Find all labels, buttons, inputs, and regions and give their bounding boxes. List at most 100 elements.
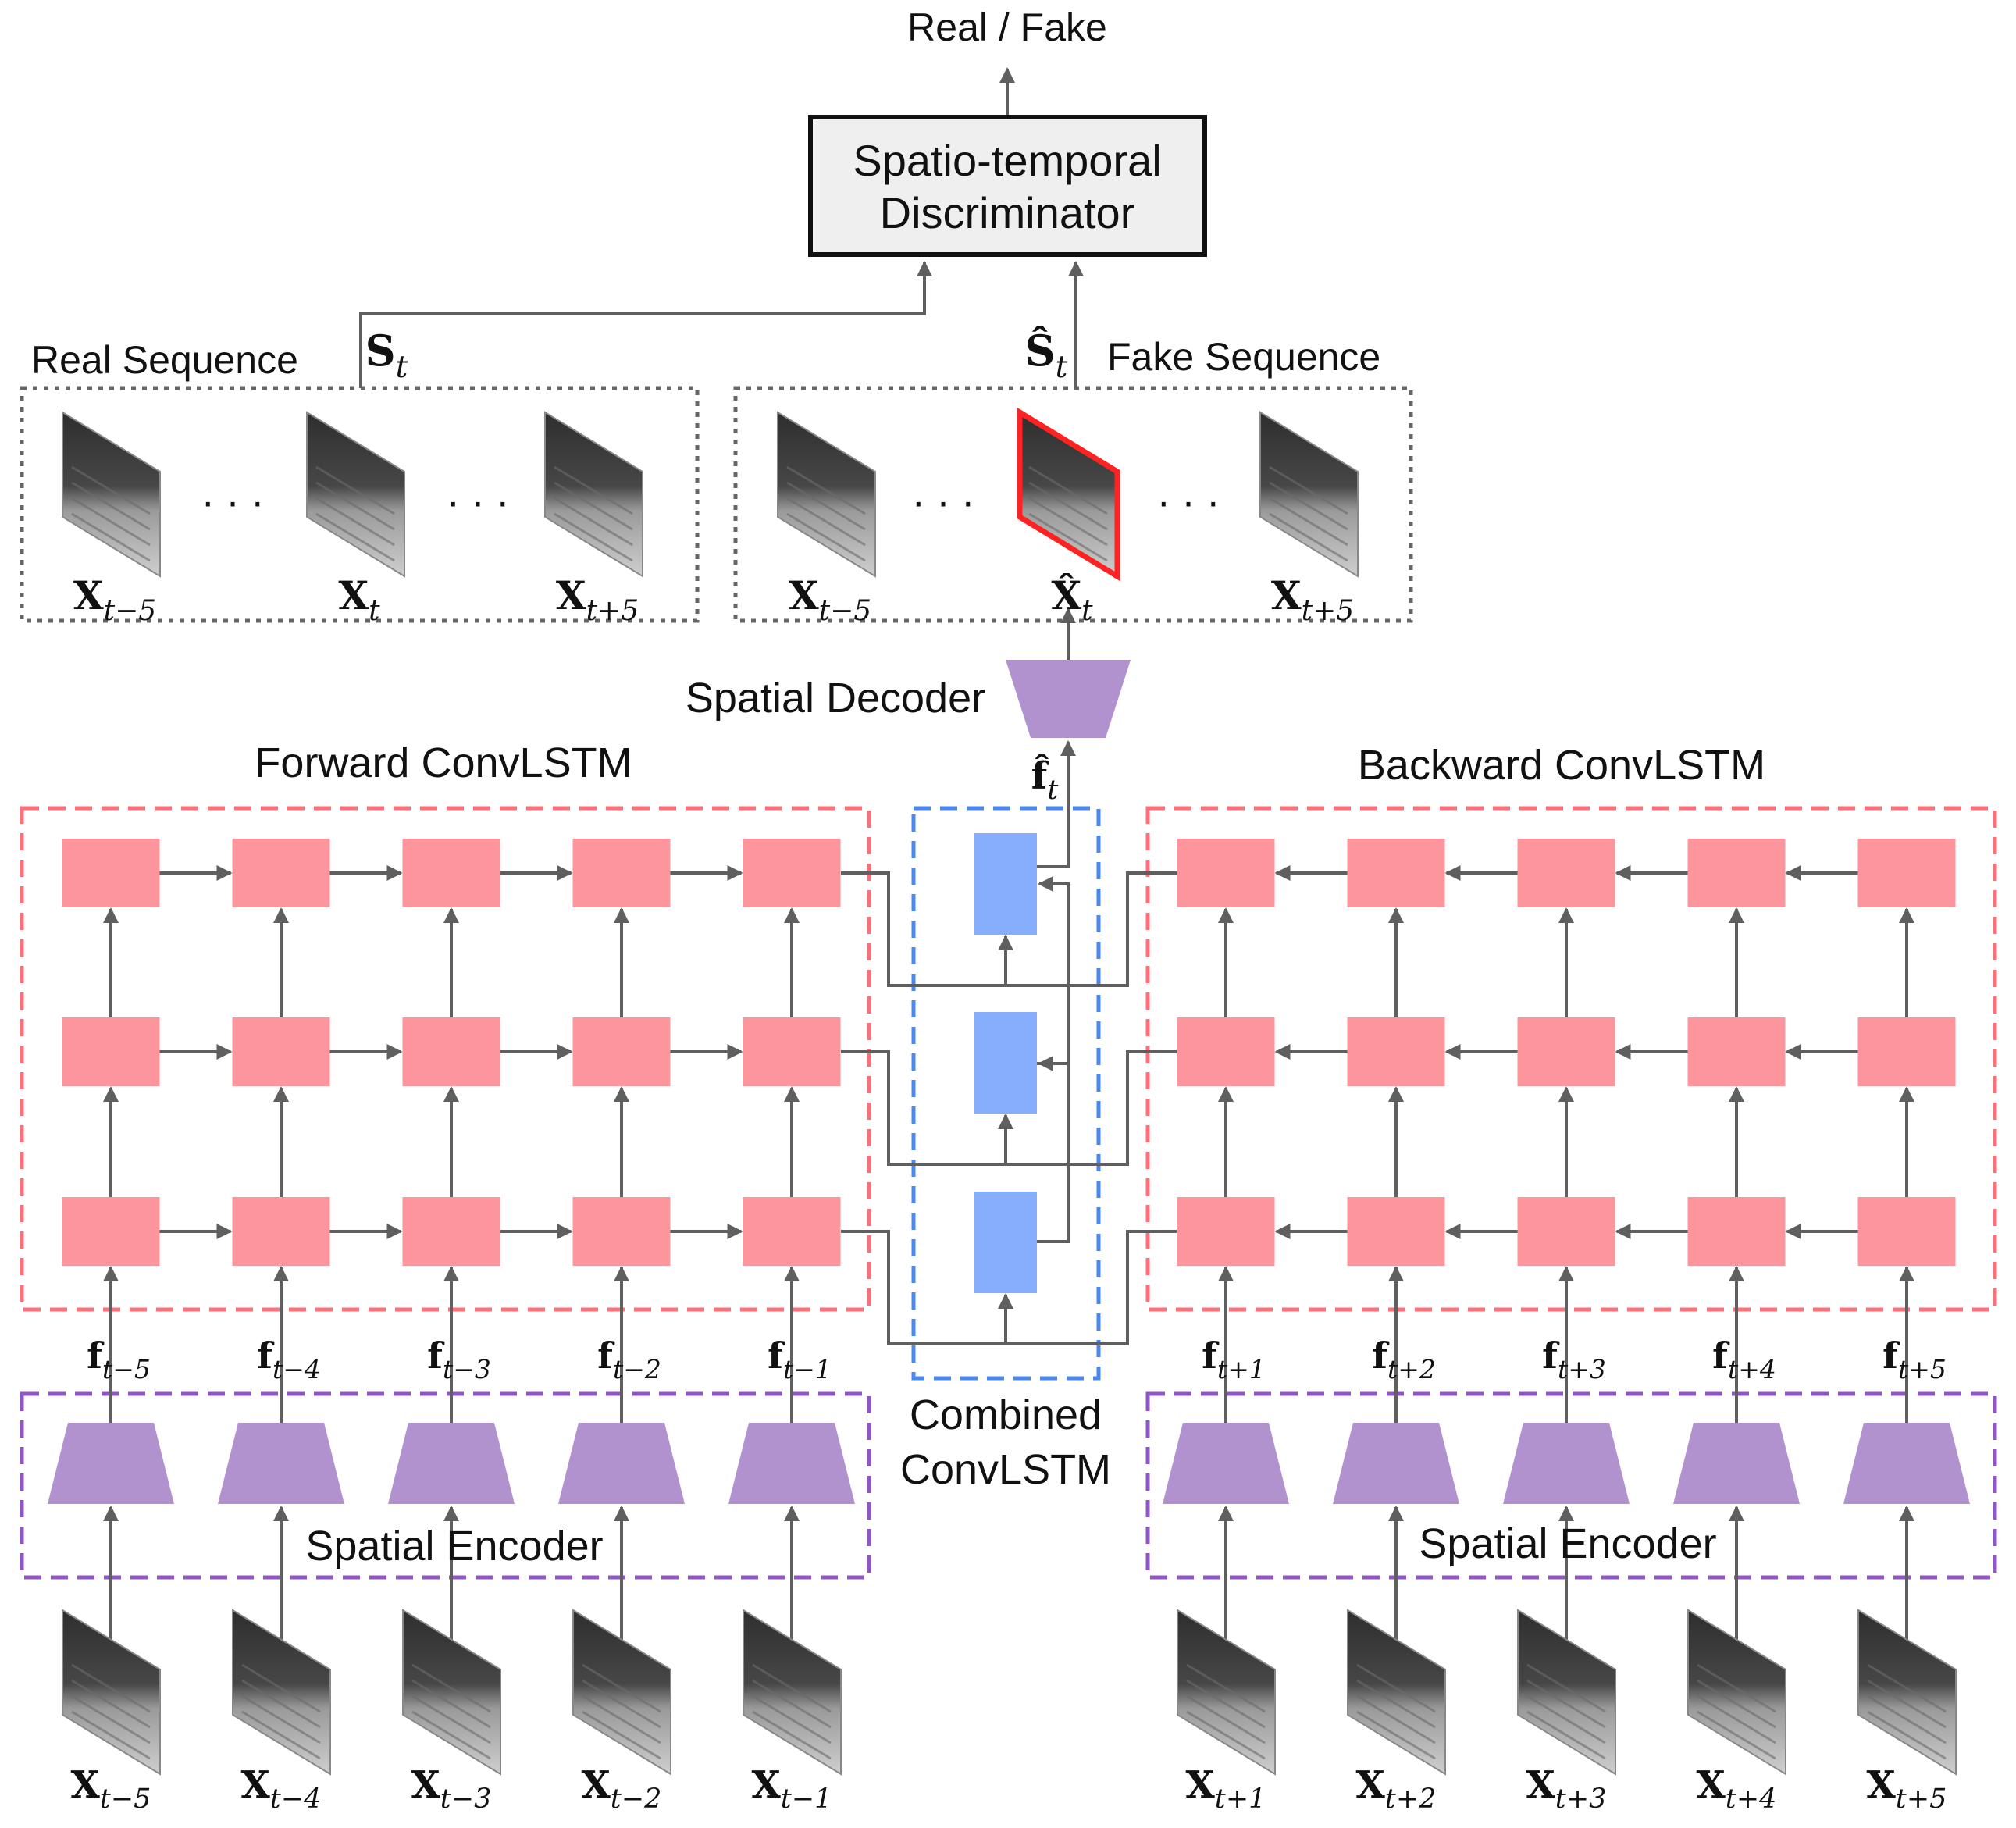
combined-convlstm-title-line2: ConvLSTM bbox=[900, 1446, 1111, 1493]
frame-detail-line bbox=[315, 497, 395, 547]
frame-image bbox=[306, 411, 405, 578]
real-sequence-frame bbox=[62, 411, 161, 578]
discriminator-box bbox=[808, 115, 1207, 257]
backward-encoder-border bbox=[1145, 1391, 1997, 1580]
real-sequence-border bbox=[20, 386, 700, 623]
lstm-to-combined-connector bbox=[841, 1050, 1177, 1166]
forward-cell bbox=[402, 1197, 500, 1266]
decoded-feature-label: f̂t bbox=[1031, 753, 1060, 806]
frame-detail-line bbox=[241, 1710, 321, 1760]
forward-input-frame bbox=[62, 1609, 161, 1776]
forward-cell bbox=[572, 839, 671, 907]
forward-cell bbox=[232, 1017, 330, 1086]
frame-detail-line bbox=[1269, 481, 1348, 531]
backward-cell bbox=[1347, 839, 1445, 907]
combined-skip-connector bbox=[1037, 876, 1070, 1065]
frame-detail-line bbox=[71, 1663, 151, 1713]
frame-detail-line bbox=[752, 1663, 832, 1713]
forward-convlstm-border bbox=[20, 806, 871, 1312]
combined-convlstm-border bbox=[911, 806, 1101, 1381]
backward-spatial-encoder bbox=[1163, 1423, 1289, 1504]
frame-detail-line bbox=[1269, 512, 1348, 562]
frame-detail-line bbox=[1526, 1679, 1606, 1729]
frame-detail-line bbox=[1867, 1679, 1947, 1729]
forward-input-frame bbox=[743, 1609, 842, 1776]
frame-detail-line bbox=[1356, 1694, 1436, 1744]
frame-detail-line bbox=[554, 465, 633, 515]
forward-cell bbox=[743, 839, 841, 907]
forward-input-label: Xt−3 bbox=[411, 1763, 492, 1815]
backward-feature-label: ft+1 bbox=[1202, 1334, 1266, 1384]
ellipsis: · · · bbox=[912, 479, 975, 525]
frame-detail-line bbox=[554, 497, 633, 547]
real-to-discriminator-connector bbox=[359, 261, 932, 388]
backward-cell bbox=[1857, 1017, 1956, 1086]
frame-detail-line bbox=[411, 1710, 491, 1760]
forward-spatial-encoder-label: Spatial Encoder bbox=[305, 1523, 603, 1570]
frame-detail-line bbox=[554, 481, 633, 531]
real-frame-label: Xt−5 bbox=[73, 572, 156, 627]
frame-detail-line bbox=[315, 465, 395, 515]
backward-convlstm-title: Backward ConvLSTM bbox=[1358, 742, 1765, 789]
forward-cell bbox=[743, 1017, 841, 1086]
forward-cell bbox=[232, 839, 330, 907]
frame-detail-line bbox=[71, 1710, 151, 1760]
frame-detail-line bbox=[786, 497, 866, 547]
forward-spatial-encoder bbox=[558, 1423, 685, 1504]
backward-cell bbox=[1517, 839, 1615, 907]
frame-detail-line bbox=[582, 1663, 661, 1713]
frame-detail-line bbox=[1028, 512, 1108, 562]
backward-input-frame bbox=[1857, 1609, 1957, 1776]
fake-sequence-symbol: Ŝt bbox=[1025, 326, 1068, 385]
ellipsis: · · · bbox=[447, 479, 510, 525]
backward-input-label: Xt+3 bbox=[1526, 1763, 1607, 1815]
forward-spatial-encoder bbox=[728, 1423, 855, 1504]
forward-input-frame bbox=[402, 1609, 501, 1776]
backward-input-label: Xt+2 bbox=[1356, 1763, 1437, 1815]
forward-cell bbox=[402, 1017, 500, 1086]
ellipsis: · · · bbox=[201, 479, 265, 525]
frame-detail-line bbox=[71, 497, 151, 547]
frame-detail-line bbox=[241, 1679, 321, 1729]
frame-detail-line bbox=[1697, 1694, 1776, 1744]
forward-input-frame bbox=[572, 1609, 671, 1776]
fake-frame-label: Xt−5 bbox=[789, 572, 871, 627]
backward-cell bbox=[1857, 1197, 1956, 1266]
frame-detail-line bbox=[1269, 465, 1348, 515]
frame-detail-line bbox=[1028, 481, 1108, 531]
backward-cell bbox=[1177, 1017, 1275, 1086]
forward-feature-label: ft−5 bbox=[87, 1334, 151, 1384]
frame-detail-line bbox=[752, 1710, 832, 1760]
discriminator-label-line2: Discriminator bbox=[880, 188, 1135, 237]
frame-detail-line bbox=[1269, 497, 1348, 547]
frame-detail-line bbox=[411, 1679, 491, 1729]
frame-detail-line bbox=[411, 1663, 491, 1713]
discriminator-label-line1: Spatio-temporal bbox=[853, 136, 1161, 185]
frame-detail-line bbox=[71, 481, 151, 531]
frame-detail-line bbox=[71, 465, 151, 515]
backward-input-frame bbox=[1517, 1609, 1616, 1776]
forward-input-label: Xt−1 bbox=[752, 1763, 832, 1815]
fake-sequence-border bbox=[733, 386, 1413, 623]
forward-encoder-border bbox=[20, 1391, 871, 1580]
frame-detail-line bbox=[71, 512, 151, 562]
backward-input-frame bbox=[1687, 1609, 1786, 1776]
frame-image bbox=[62, 411, 161, 578]
backward-input-frame bbox=[1177, 1609, 1276, 1776]
combined-cell bbox=[974, 1192, 1037, 1293]
frame-detail-line bbox=[1697, 1679, 1776, 1729]
frame-detail-line bbox=[1697, 1710, 1776, 1760]
frame-detail-line bbox=[1526, 1710, 1606, 1760]
backward-feature-label: ft+5 bbox=[1882, 1334, 1947, 1384]
frame-detail-line bbox=[315, 512, 395, 562]
ellipsis: · · · bbox=[1157, 479, 1220, 525]
frame-image bbox=[1017, 407, 1120, 582]
frame-detail-line bbox=[582, 1679, 661, 1729]
forward-cell bbox=[62, 1017, 160, 1086]
forward-convlstm-title: Forward ConvLSTM bbox=[255, 739, 632, 786]
real-sequence-frame bbox=[544, 411, 643, 578]
frame-detail-line bbox=[752, 1694, 832, 1744]
frame-image bbox=[777, 411, 876, 578]
forward-cell bbox=[743, 1197, 841, 1266]
forward-feature-label: ft−1 bbox=[768, 1334, 832, 1384]
